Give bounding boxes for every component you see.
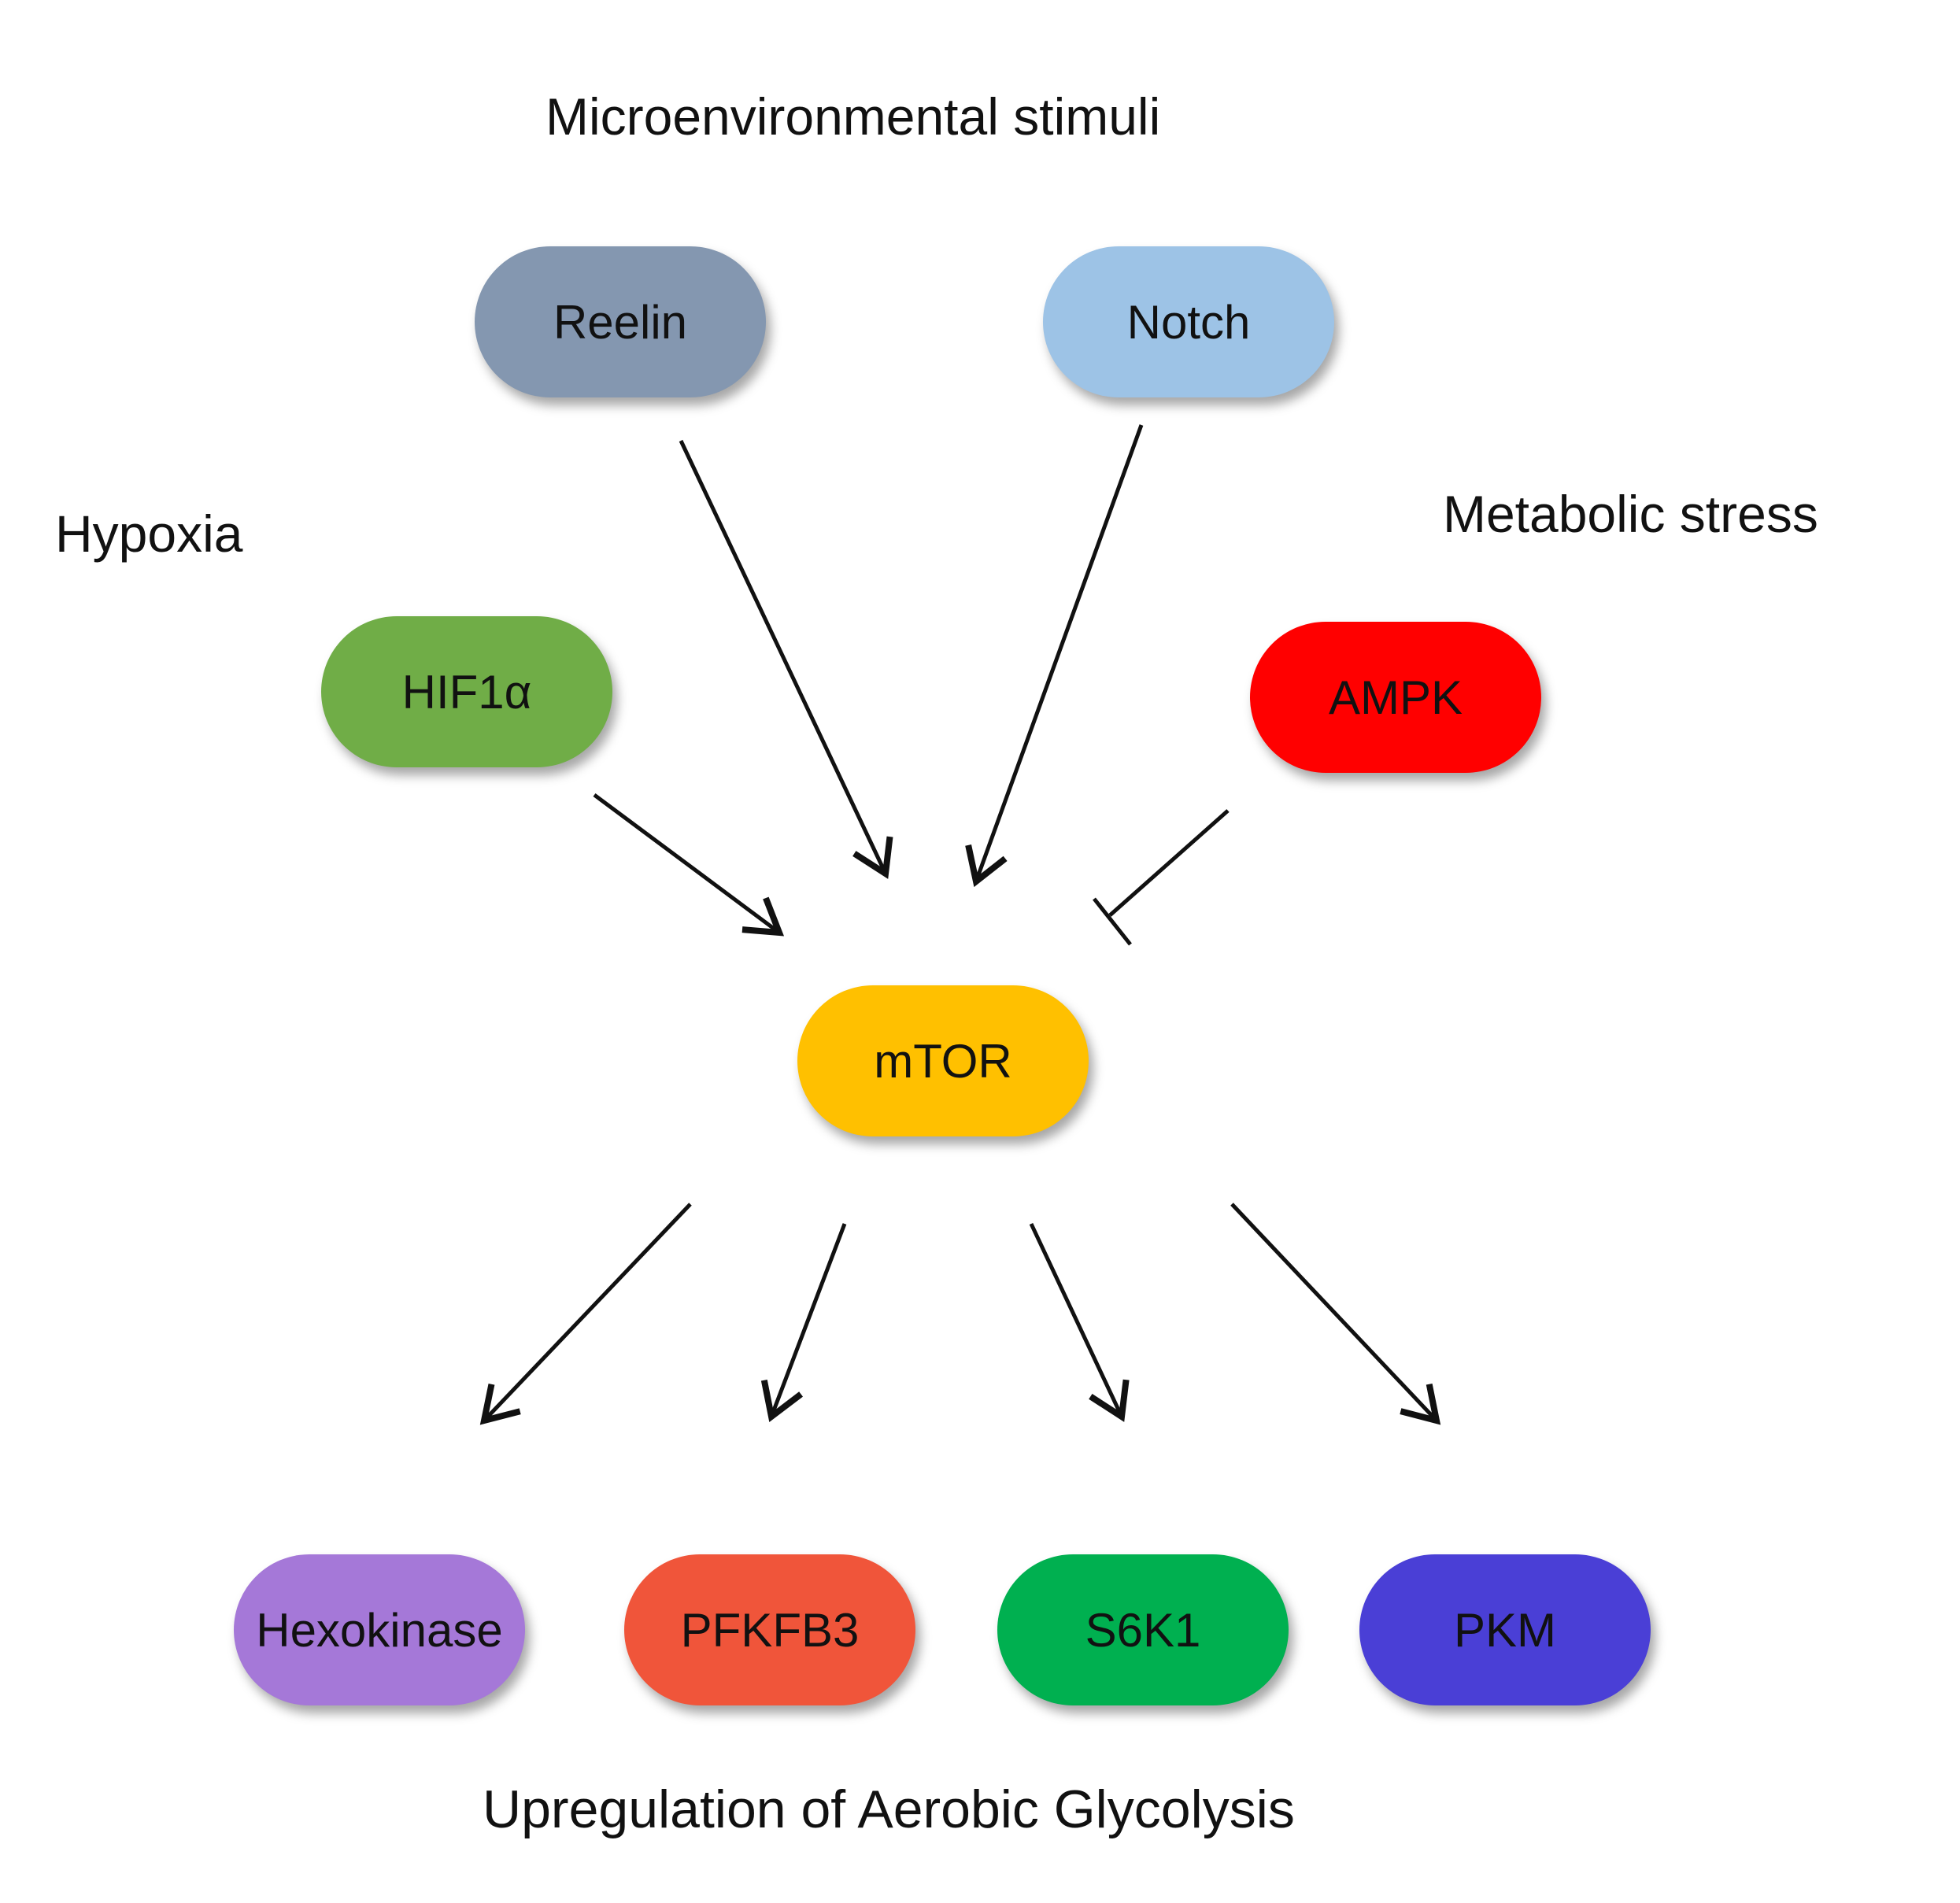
- edge-hif1a-mtor: [593, 793, 785, 937]
- node-mtor-label: mTOR: [874, 1034, 1012, 1088]
- node-notch-label: Notch: [1126, 295, 1251, 349]
- label-hypoxia: Hypoxia: [55, 504, 243, 563]
- edge-mtor-hexokinase: [479, 1203, 692, 1425]
- edge-mtor-pkm: [1230, 1203, 1441, 1425]
- node-hexokinase-label: Hexokinase: [256, 1603, 503, 1657]
- node-pkm: PKM: [1359, 1554, 1651, 1705]
- edge-ampk-mtor-inhibition-bar: [1093, 897, 1132, 946]
- label-metabolic-stress: Metabolic stress: [1443, 485, 1818, 543]
- node-reelin: Reelin: [475, 246, 766, 397]
- node-hexokinase: Hexokinase: [234, 1554, 525, 1705]
- edge-notch-mtor: [965, 424, 1144, 888]
- edge-reelin-mtor: [679, 439, 893, 879]
- node-hif1a: HIF1α: [321, 616, 612, 767]
- node-pfkfb3: PFKFB3: [624, 1554, 915, 1705]
- node-mtor: mTOR: [797, 985, 1089, 1136]
- node-hif1a-label: HIF1α: [401, 665, 532, 719]
- label-aerobic-glycolysis: Upregulation of Aerobic Glycolysis: [483, 1779, 1295, 1839]
- node-s6k1: S6K1: [997, 1554, 1289, 1705]
- node-ampk: AMPK: [1250, 622, 1541, 773]
- node-s6k1-label: S6K1: [1085, 1603, 1201, 1657]
- node-reelin-label: Reelin: [553, 295, 688, 349]
- node-ampk-label: AMPK: [1328, 671, 1463, 724]
- edge-mtor-s6k1: [1029, 1222, 1130, 1422]
- node-pfkfb3-label: PFKFB3: [680, 1603, 860, 1657]
- edge-ampk-mtor-inhibition: [1108, 809, 1230, 917]
- label-microenvironmental-stimuli: Microenvironmental stimuli: [545, 87, 1161, 146]
- edge-mtor-pfkfb3: [760, 1223, 847, 1423]
- node-pkm-label: PKM: [1453, 1603, 1557, 1657]
- node-notch: Notch: [1043, 246, 1334, 397]
